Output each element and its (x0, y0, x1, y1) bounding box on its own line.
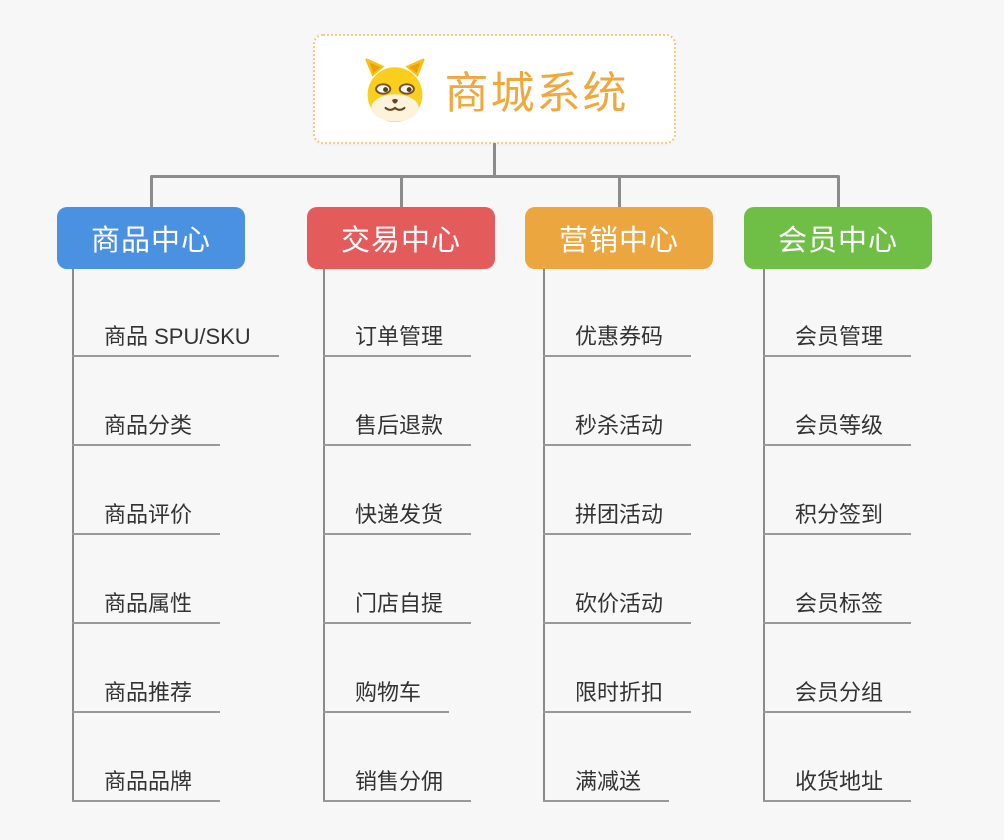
leaf-shopping-cart[interactable]: 购物车 (323, 677, 450, 713)
branch-trunk-member (763, 268, 765, 802)
connector-drop-member (837, 176, 840, 207)
leaf-coupon-code[interactable]: 优惠券码 (543, 321, 692, 357)
leaf-limited-discount[interactable]: 限时折扣 (543, 677, 692, 713)
leaf-points-checkin[interactable]: 积分签到 (763, 499, 912, 535)
leaf-member-group[interactable]: 会员分组 (763, 677, 912, 713)
leaf-product-recommend[interactable]: 商品推荐 (72, 677, 221, 713)
branch-header-marketing-center[interactable]: 营销中心 (525, 207, 713, 269)
leaf-product-attribute[interactable]: 商品属性 (72, 588, 221, 624)
leaf-member-tag[interactable]: 会员标签 (763, 588, 912, 624)
branch-trunk-trade (323, 268, 325, 802)
branch-header-trade-center[interactable]: 交易中心 (307, 207, 495, 269)
leaf-flash-sale[interactable]: 秒杀活动 (543, 410, 692, 446)
branch-header-member-center[interactable]: 会员中心 (744, 207, 932, 269)
leaf-bargain-activity[interactable]: 砍价活动 (543, 588, 692, 624)
connector-drop-product (150, 176, 153, 207)
leaf-product-review[interactable]: 商品评价 (72, 499, 221, 535)
leaf-group-buy[interactable]: 拼团活动 (543, 499, 692, 535)
leaf-after-sale-refund[interactable]: 售后退款 (323, 410, 472, 446)
leaf-product-spu-sku[interactable]: 商品 SPU/SKU (72, 321, 279, 357)
connector-drop-trade (400, 176, 403, 207)
leaf-shipping-address[interactable]: 收货地址 (763, 766, 912, 802)
branch-trunk-marketing (543, 268, 545, 802)
branch-trunk-product (72, 268, 74, 802)
leaf-member-level[interactable]: 会员等级 (763, 410, 912, 446)
leaf-sales-commission[interactable]: 销售分佣 (323, 766, 472, 802)
connector-drop-marketing (618, 176, 621, 207)
leaf-store-pickup[interactable]: 门店自提 (323, 588, 472, 624)
leaf-express-delivery[interactable]: 快递发货 (323, 499, 472, 535)
leaf-full-reduction[interactable]: 满减送 (543, 766, 670, 802)
leaf-product-brand[interactable]: 商品品牌 (72, 766, 221, 802)
connector-root-stub (493, 143, 496, 177)
root-title: 商城系统 (444, 69, 629, 118)
leaf-order-management[interactable]: 订单管理 (323, 321, 472, 357)
connector-horizontal-bar (150, 175, 840, 178)
leaf-member-management[interactable]: 会员管理 (763, 321, 912, 357)
dog-face-icon (361, 55, 429, 123)
branch-header-product-center[interactable]: 商品中心 (57, 207, 245, 269)
leaf-product-category[interactable]: 商品分类 (72, 410, 221, 446)
root-node[interactable]: 商城系统 (313, 34, 676, 144)
